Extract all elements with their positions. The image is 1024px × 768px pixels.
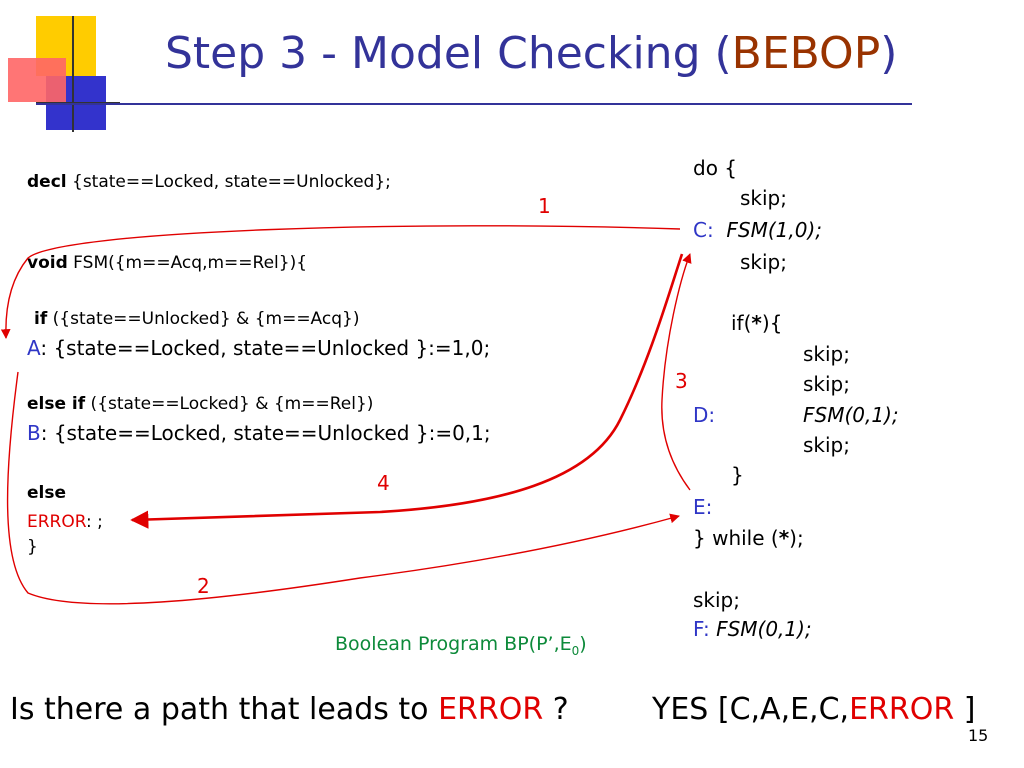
slide-title: Step 3 - Model Checking (BEBOP) <box>165 28 897 79</box>
question-error: ERROR <box>438 692 544 727</box>
arrow-4 <box>130 253 684 529</box>
title-rule <box>36 103 912 105</box>
close-brace: } <box>27 537 38 557</box>
label-d: D: <box>693 403 716 427</box>
arrow-label-3: 3 <box>675 369 688 393</box>
caption-text: Boolean Program BP(P’,E <box>335 633 572 655</box>
elseif-line: else if ({state==Locked} & {m==Rel}) <box>27 394 373 414</box>
b-text: : {state==Locked, state==Unlocked }:=0,1… <box>40 421 491 445</box>
while-open: } while ( <box>693 526 779 550</box>
c-call: FSM(1,0); <box>726 218 823 242</box>
else-line: else <box>27 483 66 503</box>
a-text: : {state==Locked, state==Unlocked }:=1,0… <box>40 336 491 360</box>
caption-close: ) <box>579 633 587 655</box>
d-call: FSM(0,1); <box>803 403 899 427</box>
if-keyword: if <box>34 309 48 329</box>
if-text: ({state==Unlocked} & {m==Acq}) <box>47 309 360 329</box>
error-line: ERROR: ; <box>27 512 103 532</box>
skip-line-1: skip; <box>740 186 787 210</box>
void-text: FSM({m==Acq,m==Rel}){ <box>67 253 308 273</box>
if-line: if ({state==Unlocked} & {m==Acq}) <box>34 309 359 329</box>
arrow-2 <box>6 371 680 605</box>
if-close: ){ <box>761 311 783 335</box>
skip-line-3: skip; <box>803 342 850 366</box>
question-end: ? <box>543 692 569 727</box>
title-close: ) <box>880 28 898 79</box>
close-if: } <box>731 463 744 487</box>
a-line: A: {state==Locked, state==Unlocked }:=1,… <box>27 336 490 360</box>
answer-main: YES [C,A,E,C, <box>652 692 850 727</box>
logo-red-square <box>8 58 66 102</box>
skip-line-6: skip; <box>693 588 740 612</box>
decl-line: decl {state==Locked, state==Unlocked}; <box>27 172 391 192</box>
skip-line-5: skip; <box>803 433 850 457</box>
question-main: Is there a path that leads to <box>10 692 439 727</box>
while-line: } while (*); <box>693 526 804 550</box>
title-text: Step 3 - Model Checking ( <box>165 28 732 79</box>
arrow-1 <box>0 225 681 339</box>
page-number: 15 <box>968 726 989 745</box>
answer-text: YES [C,A,E,C,ERROR ] <box>652 692 975 727</box>
while-close: ); <box>789 526 804 550</box>
else-keyword: else <box>27 483 67 503</box>
label-f: F: <box>693 617 710 641</box>
arrow-label-2: 2 <box>197 574 210 598</box>
title-accent: BEBOP <box>731 28 881 79</box>
arrow-3 <box>661 253 692 491</box>
void-keyword: void <box>27 253 68 273</box>
skip-line-2: skip; <box>740 250 787 274</box>
if-star: * <box>751 311 762 335</box>
if-open: if( <box>731 311 752 335</box>
elseif-text: ({state==Locked} & {m==Rel}) <box>85 394 374 414</box>
arrow-label-1: 1 <box>538 194 551 218</box>
answer-end: ] <box>954 692 976 727</box>
d-call-text: FSM(0,1); <box>803 403 899 427</box>
b-line: B: {state==Locked, state==Unlocked }:=0,… <box>27 421 491 445</box>
c-line: C: FSM(1,0); <box>693 218 822 242</box>
caption-subscript: 0 <box>571 643 580 658</box>
question-text: Is there a path that leads to ERROR ? <box>10 692 569 727</box>
e-line: E: <box>693 495 712 519</box>
arrow-label-4: 4 <box>377 471 390 495</box>
skip-line-4: skip; <box>803 372 850 396</box>
f-call: FSM(0,1); <box>716 617 812 641</box>
decl-keyword: decl <box>27 172 67 192</box>
answer-error: ERROR <box>849 692 955 727</box>
error-label: ERROR <box>27 512 87 532</box>
if-star-line: if(*){ <box>731 311 782 335</box>
label-e: E: <box>693 495 713 519</box>
decl-text: {state==Locked, state==Unlocked}; <box>66 172 391 192</box>
label-b: B <box>27 421 41 445</box>
void-line: void FSM({m==Acq,m==Rel}){ <box>27 253 307 273</box>
error-text: : ; <box>86 512 103 532</box>
boolean-program-caption: Boolean Program BP(P’,E0) <box>335 633 587 658</box>
while-star: * <box>778 526 790 550</box>
do-line: do { <box>693 156 738 180</box>
d-label: D: <box>693 403 715 427</box>
label-c: C: <box>693 218 714 242</box>
f-line: F: FSM(0,1); <box>693 617 812 641</box>
elseif-keyword: else if <box>27 394 86 414</box>
label-a: A <box>27 336 41 360</box>
